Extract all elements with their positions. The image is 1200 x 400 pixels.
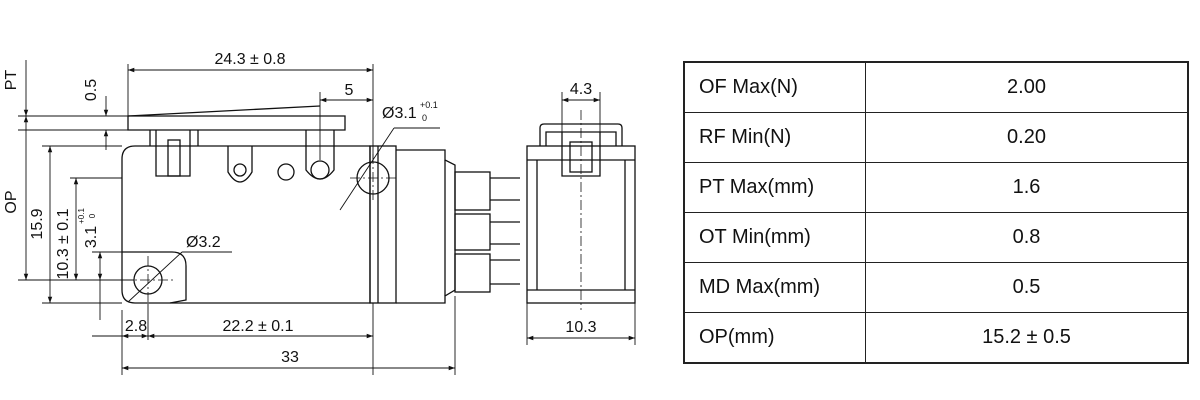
spec-value: 15.2 ± 0.5: [865, 312, 1189, 364]
spec-value: 1.6: [865, 162, 1189, 213]
dim-pt: PT: [3, 70, 20, 91]
dim-10-3-width: 10.3: [565, 319, 596, 336]
front-plunger: [561, 132, 601, 177]
spec-label: OT Min(mm): [683, 212, 866, 263]
dim-3-1-tol-upper: +0.1: [77, 208, 86, 224]
spec-value: 0.8: [865, 212, 1189, 263]
spec-label: MD Max(mm): [683, 262, 866, 313]
spec-label: PT Max(mm): [683, 162, 866, 213]
spec-value: 0.20: [865, 112, 1189, 163]
dim-10-3: 10.3 ± 0.1: [55, 208, 72, 279]
spec-label: RF Min(N): [683, 112, 866, 163]
terminal-top: [454, 171, 491, 211]
dim-0-5: 0.5: [83, 79, 100, 101]
dim-24-3: 24.3 ± 0.8: [214, 51, 285, 68]
lever: [127, 115, 346, 131]
dim-3-1: 3.1: [83, 226, 100, 248]
spec-row: RF Min(N) 0.20: [683, 112, 1189, 163]
terminal-cap: [396, 149, 456, 304]
dim-22-2: 22.2 ± 0.1: [222, 318, 293, 335]
dim-hole-top-tol-upper: +0.1: [420, 100, 438, 110]
bottom-mount-boss: [122, 251, 187, 304]
spec-row: OT Min(mm) 0.8: [683, 212, 1189, 263]
roller-hole: [310, 160, 330, 180]
spec-value: 0.5: [865, 262, 1189, 313]
dim-mount-hole: Ø3.2: [186, 234, 221, 251]
spec-value: 2.00: [865, 61, 1189, 113]
dim-2-8: 2.8: [125, 318, 147, 335]
dim-3-1-tol-lower: 0: [88, 213, 97, 218]
dim-4-3: 4.3: [570, 81, 592, 98]
hinge-post: [149, 130, 199, 177]
dim-hole-top: Ø3.1: [382, 105, 417, 122]
spec-label: OF Max(N): [683, 61, 866, 113]
terminal-bot: [454, 253, 491, 293]
switch-drawing: 24.3 ± 0.8 5 Ø3.1 +0.1 0 PT 0.5 OP 15.9 …: [3, 51, 636, 375]
terminal-mid: [454, 213, 491, 251]
spec-label: OP(mm): [683, 312, 866, 364]
spec-row: PT Max(mm) 1.6: [683, 162, 1189, 213]
dim-5: 5: [345, 82, 354, 99]
switch-body-outline: [121, 145, 371, 304]
dim-op: OP: [3, 190, 20, 213]
spec-row: MD Max(mm) 0.5: [683, 262, 1189, 313]
spec-row: OP(mm) 15.2 ± 0.5: [683, 312, 1189, 364]
dim-33: 33: [281, 349, 299, 366]
spec-table: OF Max(N) 2.00 RF Min(N) 0.20 PT Max(mm)…: [683, 61, 1189, 364]
dim-15-9: 15.9: [29, 208, 46, 239]
spec-row: OF Max(N) 2.00: [683, 61, 1189, 113]
dim-hole-top-tol-lower: 0: [422, 113, 427, 123]
body-front-plate: [369, 145, 397, 304]
